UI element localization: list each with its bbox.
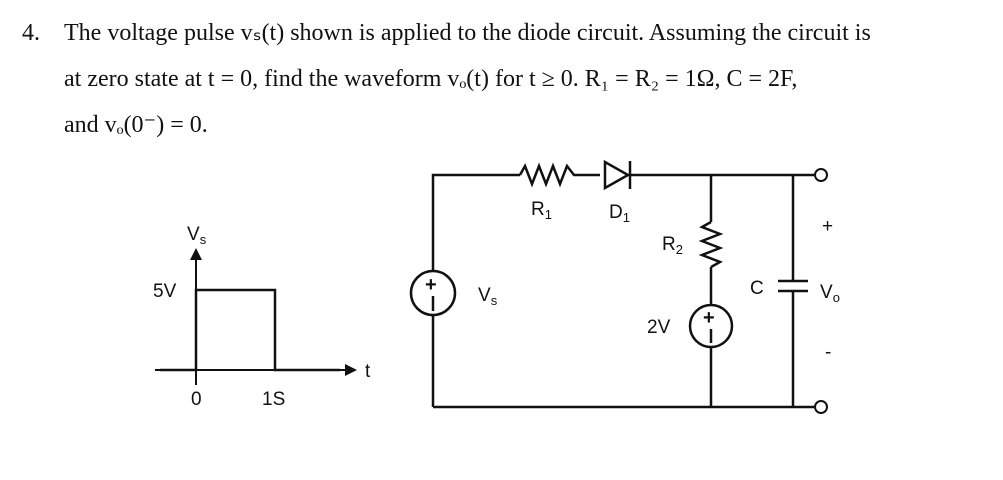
vs-plus-icon: +	[425, 274, 437, 296]
dc-source-label: 2V	[647, 317, 671, 338]
r1-label: R1	[531, 199, 552, 222]
diode-d1	[603, 159, 632, 191]
dc-source-plus-icon: +	[703, 307, 715, 329]
output-plus-label: +	[822, 216, 833, 237]
output-minus-label: -	[825, 342, 831, 363]
end-time-label: 1S	[262, 389, 285, 410]
time-axis-arrow	[345, 364, 357, 376]
problem-line-2: at zero state at t = 0, find the wavefor…	[64, 66, 798, 92]
output-vo-label: Vo	[820, 282, 840, 305]
problem-number: 4.	[22, 20, 40, 46]
t-axis-label: t	[365, 361, 371, 382]
problem-line-1: 4.The voltage pulse vₛ(t) shown is appli…	[22, 10, 982, 56]
circuit-diagram: + Vs + R2 2V C R1 D1 + Vo -	[409, 159, 840, 414]
capacitor-label: C	[750, 278, 764, 299]
amplitude-label: 5V	[153, 281, 177, 302]
pulse-waveform	[160, 288, 340, 372]
pulse-graph: Vs 5V 0 1S t	[153, 224, 371, 410]
output-terminal-top	[814, 168, 828, 182]
r2-label: R2	[662, 234, 683, 257]
problem-text: 4.The voltage pulse vₛ(t) shown is appli…	[22, 10, 982, 148]
output-terminal-bottom	[814, 400, 828, 414]
vs-source-label: Vs	[478, 285, 498, 308]
resistor-r1	[518, 162, 600, 188]
problem-line-3: and vₒ(0⁻) = 0.	[64, 112, 208, 138]
start-time-label: 0	[191, 389, 202, 410]
vs-axis-label: Vs	[187, 224, 207, 247]
voltage-axis-arrow	[190, 248, 202, 260]
wire-top-left	[431, 173, 520, 271]
d1-label: D1	[609, 202, 630, 225]
resistor-r2	[698, 220, 724, 269]
